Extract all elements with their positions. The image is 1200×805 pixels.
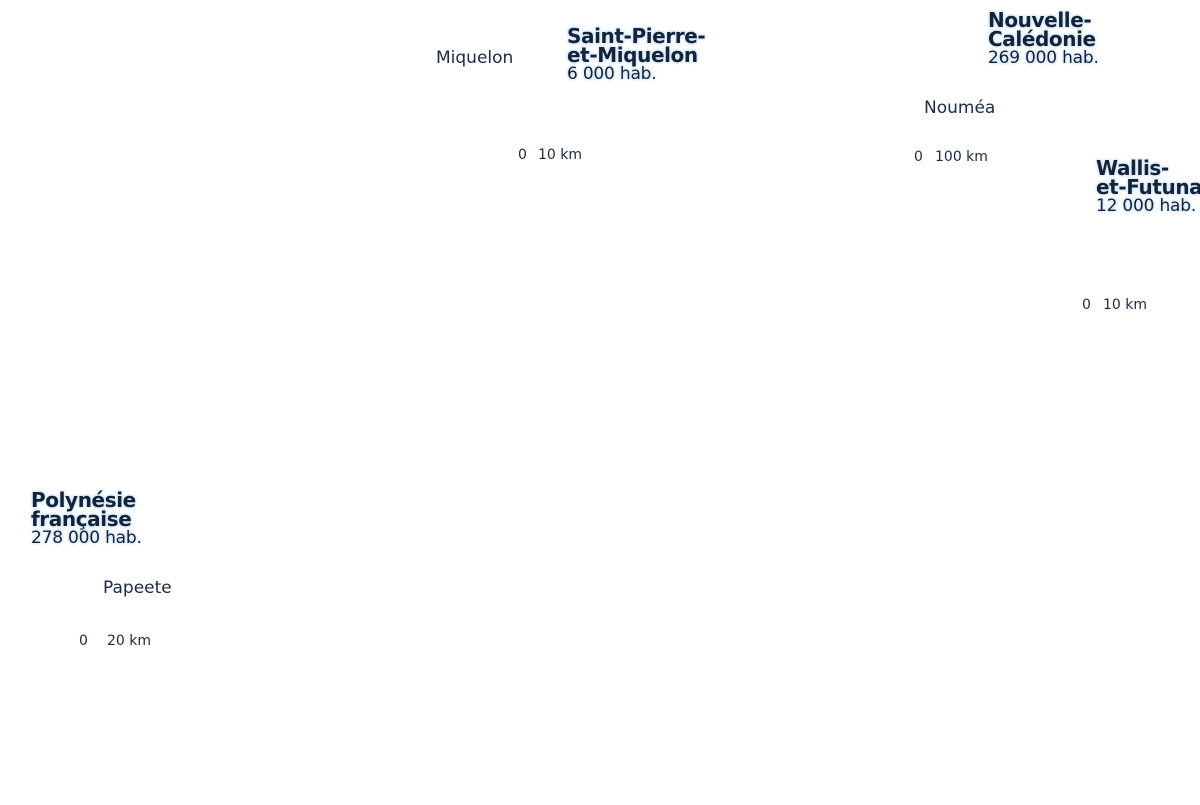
- territory-population: 12 000 hab.: [1096, 196, 1197, 216]
- scale-bar-wallis-et-futuna: 0 10 km: [1082, 297, 1152, 315]
- territory-population: 6 000 hab.: [567, 64, 657, 84]
- territory-name-line2: Calédonie: [988, 27, 1096, 51]
- scale-zero: 0: [914, 149, 923, 165]
- territory-label-saint-pierre-et-miquelon: Saint-Pierre- et-Miquelon 6 000 hab.: [567, 24, 706, 84]
- city-label-miquelon: Miquelon: [436, 48, 514, 68]
- city-label-noumea: Nouméa: [924, 98, 996, 118]
- scale-distance: 20 km: [107, 633, 152, 649]
- territory-name-line2: et-Miquelon: [567, 43, 698, 67]
- territory-name-line2: française: [31, 507, 132, 531]
- territory-label-polynesie-francaise: Polynésie française 278 000 hab.: [31, 488, 142, 548]
- territory-population: 269 000 hab.: [988, 48, 1099, 68]
- scale-zero: 0: [1082, 297, 1091, 313]
- territory-label-wallis-et-futuna: Wallis- et-Futuna 12 000 hab.: [1096, 156, 1200, 216]
- city-label-papeete: Papeete: [103, 578, 172, 598]
- territory-name-line1: Saint-Pierre-: [567, 24, 706, 48]
- territory-name-line1: Polynésie: [31, 488, 136, 512]
- scale-distance: 10 km: [1103, 297, 1148, 313]
- scale-bar-saint-pierre-et-miquelon: 0 10 km: [518, 147, 588, 165]
- scale-distance: 100 km: [935, 149, 988, 165]
- scale-zero: 0: [518, 147, 527, 163]
- territory-population: 278 000 hab.: [31, 528, 142, 548]
- territory-name-line2: et-Futuna: [1096, 175, 1200, 199]
- scale-bar-nouvelle-caledonie: 0 100 km: [914, 149, 994, 167]
- territory-label-nouvelle-caledonie: Nouvelle- Calédonie 269 000 hab.: [988, 8, 1099, 68]
- territory-name-line1: Nouvelle-: [988, 8, 1092, 32]
- territory-name-line1: Wallis-: [1096, 156, 1169, 180]
- scale-bar-polynesie-francaise: 0 20 km: [79, 633, 154, 651]
- scale-zero: 0: [79, 633, 88, 649]
- scale-distance: 10 km: [538, 147, 583, 163]
